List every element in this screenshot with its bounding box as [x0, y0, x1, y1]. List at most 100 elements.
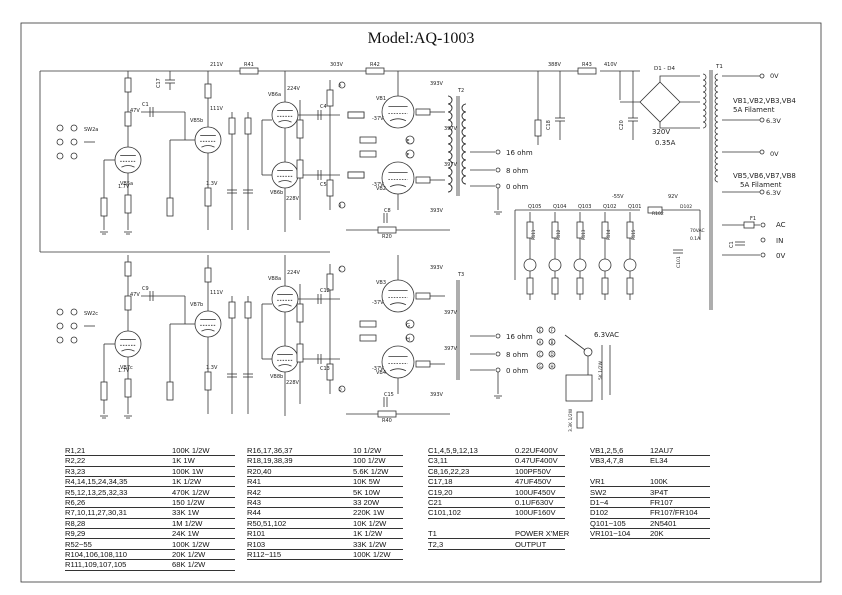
capacitor-label: C5 [320, 182, 327, 188]
transistor-label: Q105 [528, 204, 541, 210]
node-letter: G [538, 364, 541, 369]
preamp-tube [114, 146, 142, 174]
terminal [495, 333, 501, 339]
transformer-winding [447, 175, 453, 185]
terminal [495, 367, 501, 373]
capacitor-label: C13 [320, 366, 330, 372]
bom-underline [590, 455, 710, 457]
bom-part: R44 [247, 508, 261, 518]
resistor [296, 119, 304, 139]
t1-output-label: 0V [770, 72, 779, 80]
resistor [124, 194, 132, 214]
bom-value: 3P4T [650, 487, 669, 497]
terminal [56, 138, 64, 146]
bom-value: 33K 1/2W [353, 539, 387, 549]
bom-part: R4,14,15,24,34,35 [65, 477, 128, 487]
resistor-label: R102 [652, 211, 664, 217]
bom-underline [428, 548, 565, 550]
transformer-winding [714, 79, 719, 87]
transistor [573, 258, 587, 272]
bom-underline [247, 528, 403, 529]
bom-underline [590, 496, 710, 498]
tube-cathode [389, 368, 407, 372]
bom-underline [247, 559, 403, 561]
bom-value: 10K 5W [353, 477, 381, 487]
terminal [70, 152, 78, 160]
transformer-winding [447, 151, 453, 161]
bom-part: R42 [247, 487, 261, 497]
bom-value: 100PF50V [515, 466, 551, 476]
resistor [359, 136, 377, 144]
resistor [244, 301, 252, 319]
voltage-label: 224V [287, 86, 301, 92]
bom-underline [428, 476, 565, 477]
bom-value: 1K 1/2W [172, 477, 202, 487]
resistor [204, 83, 212, 99]
resistor [359, 150, 377, 158]
resistor [204, 371, 212, 391]
resistor [626, 221, 634, 239]
tube-cathode [278, 180, 292, 183]
node-letter: F [407, 153, 410, 159]
transformer-winding [461, 143, 467, 153]
bom-value: 150 1/2W [172, 498, 205, 507]
transformer-winding [702, 79, 707, 87]
transformer-winding [714, 175, 719, 183]
transformer-winding [714, 73, 719, 81]
bom-part: C21 [428, 498, 442, 507]
bom-underline [65, 496, 235, 498]
terminal [70, 138, 78, 146]
preamp-tube [194, 310, 222, 338]
bom-part: VB3,4,7,8 [590, 456, 624, 466]
transformer-winding [714, 157, 719, 165]
terminal [760, 252, 766, 258]
bom-underline [428, 455, 565, 457]
capacitor-label: C1 [729, 241, 735, 248]
voltage-label: 1.7V [118, 184, 130, 190]
terminal [338, 385, 346, 393]
bom-part: C1,4,5,9,12,13 [428, 446, 478, 455]
terminal [759, 189, 765, 195]
transformer-winding [447, 103, 453, 113]
resistor [415, 176, 431, 184]
resistor [100, 197, 108, 217]
bom-part: C3,11 [428, 456, 448, 466]
resistor [347, 171, 365, 179]
input-switch-label: SW2a [84, 127, 98, 133]
bom-part: R7,10,11,27,30,31 [65, 508, 127, 518]
transformer-winding [714, 115, 719, 123]
transformer-winding [447, 183, 453, 193]
resistor [296, 303, 304, 323]
transformer-winding [447, 167, 453, 177]
transformer-winding [461, 167, 467, 177]
resistor [347, 111, 365, 119]
bom-value: 5K 10W [353, 487, 381, 497]
transformer-winding [714, 127, 719, 135]
preamp-tube [114, 330, 142, 358]
voltage-label: 111V [210, 290, 224, 296]
voltage-label: -37V [372, 366, 384, 372]
resistor [526, 221, 534, 239]
transformer-label: T1 [715, 64, 723, 70]
tube-label: VB6a [268, 92, 281, 98]
voltage-label: -55V [612, 194, 624, 200]
speaker-tap-label: 0 ohm [506, 183, 528, 191]
bom-underline [65, 569, 235, 571]
node-letter: F [551, 328, 554, 333]
page-title: Model:AQ-1003 [367, 30, 475, 47]
resistor-label: R41 [244, 62, 254, 68]
tube-cathode [278, 364, 292, 367]
t1-output-label: 6.3V [766, 117, 781, 125]
ac-in-label: AC [776, 221, 786, 229]
transformer-winding [447, 95, 453, 105]
capacitor-label: C8 [384, 208, 391, 214]
driver-tube [271, 345, 299, 373]
voltage-label: 397V [444, 346, 458, 352]
terminal [548, 326, 556, 334]
power-tube [381, 345, 415, 379]
transformer-winding [702, 115, 707, 123]
terminal [70, 322, 78, 330]
resistor [576, 277, 584, 295]
bom-part: R50,51,102 [247, 518, 287, 528]
terminal [495, 351, 501, 357]
